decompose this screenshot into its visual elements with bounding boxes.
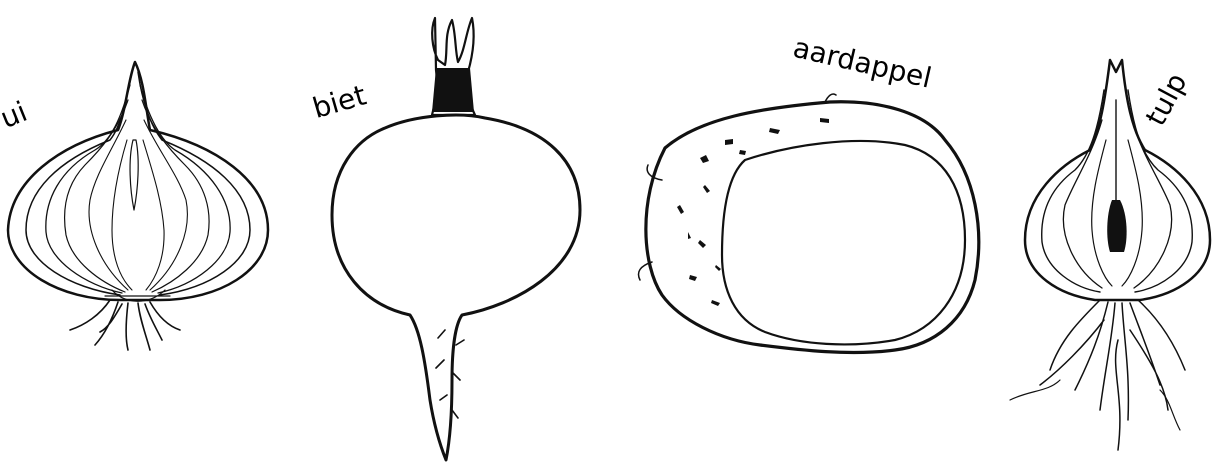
onion-drawing (8, 62, 268, 350)
tulip-bulb-drawing (1010, 60, 1210, 450)
potato-drawing (639, 94, 979, 353)
beet-drawing (332, 18, 580, 460)
